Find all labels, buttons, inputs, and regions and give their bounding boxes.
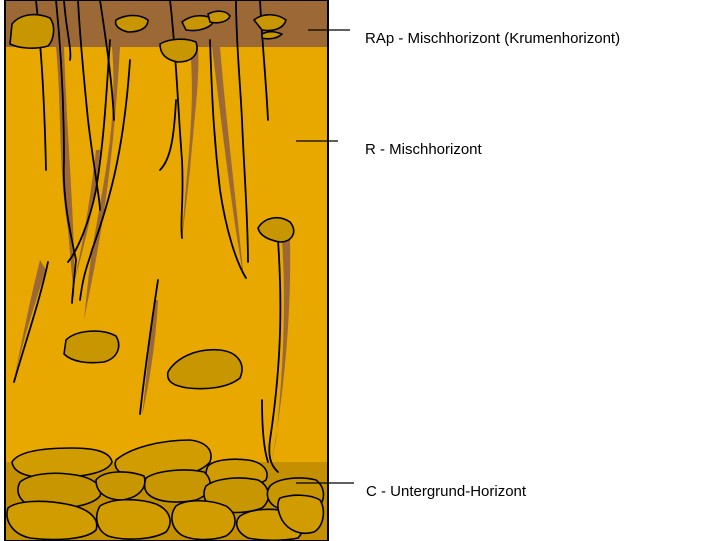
clod [116, 16, 148, 33]
r-horizon-label: R - Mischhorizont [365, 141, 483, 158]
stone [172, 501, 235, 540]
c-horizon-label: C - Untergrund-Horizont [366, 483, 527, 500]
clod [208, 11, 230, 23]
stone [145, 470, 210, 502]
clod [64, 331, 119, 363]
rap-horizon-label: RAp - Mischhorizont (Krumenhorizont) [365, 30, 620, 47]
clod [10, 15, 54, 49]
stone [97, 500, 170, 539]
